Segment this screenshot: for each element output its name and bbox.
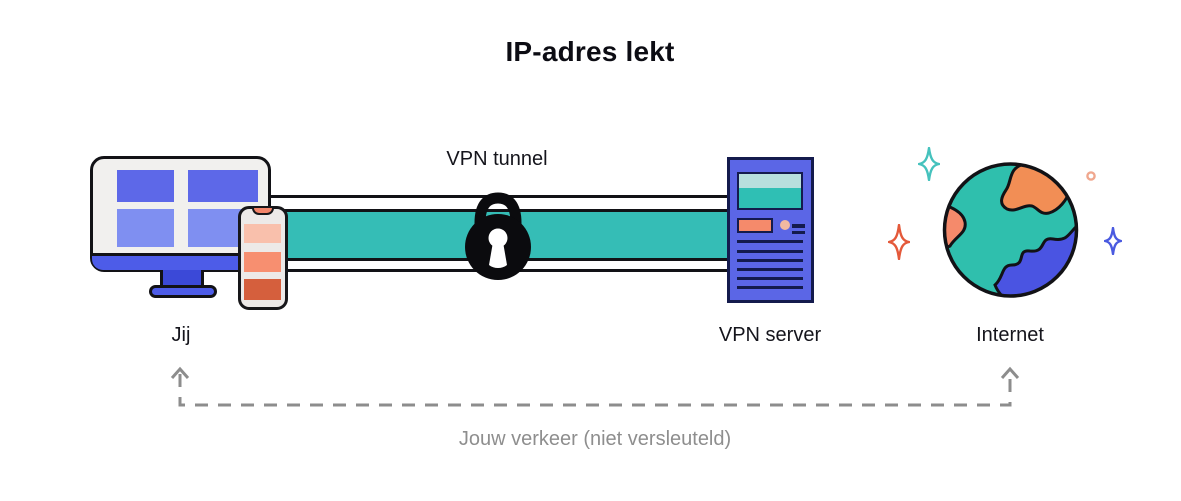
you-label: Jij <box>171 324 191 346</box>
internet-label: Internet <box>976 324 1044 346</box>
tunnel-label: VPN tunnel <box>446 148 548 170</box>
server-slot-line <box>737 240 803 243</box>
leak-path-dashed-line <box>170 366 1020 407</box>
phone-tile <box>244 252 281 272</box>
phone-icon <box>238 206 288 310</box>
monitor-window-tile <box>117 170 174 202</box>
server-drive-bay <box>737 172 803 210</box>
server-slot-line <box>737 250 803 253</box>
sparkle-icon <box>1104 227 1122 255</box>
server-icon <box>727 157 814 303</box>
dot-icon <box>1086 171 1096 181</box>
server-slot-line <box>737 268 803 271</box>
monitor-window-tile <box>117 209 174 247</box>
globe-icon <box>942 162 1079 298</box>
server-slot-line <box>737 286 803 289</box>
server-slot-line <box>737 277 803 280</box>
server-label: VPN server <box>718 324 822 346</box>
server-slot-line <box>737 259 803 262</box>
monitor-base <box>149 285 217 298</box>
server-led <box>780 220 790 230</box>
server-vent <box>792 224 805 228</box>
server-button <box>737 218 773 233</box>
monitor-bottom-bar <box>92 253 269 270</box>
sparkle-icon <box>888 224 910 260</box>
server-vent <box>792 230 805 234</box>
monitor-window-tile <box>188 170 258 202</box>
phone-tile <box>244 279 281 300</box>
diagram-title: IP-adres lekt <box>505 36 675 67</box>
phone-notch <box>252 208 274 215</box>
phone-tile <box>244 224 281 243</box>
sparkle-icon <box>918 147 940 181</box>
lock-icon <box>465 192 531 280</box>
leak-caption: Jouw verkeer (niet versleuteld) <box>458 428 732 450</box>
